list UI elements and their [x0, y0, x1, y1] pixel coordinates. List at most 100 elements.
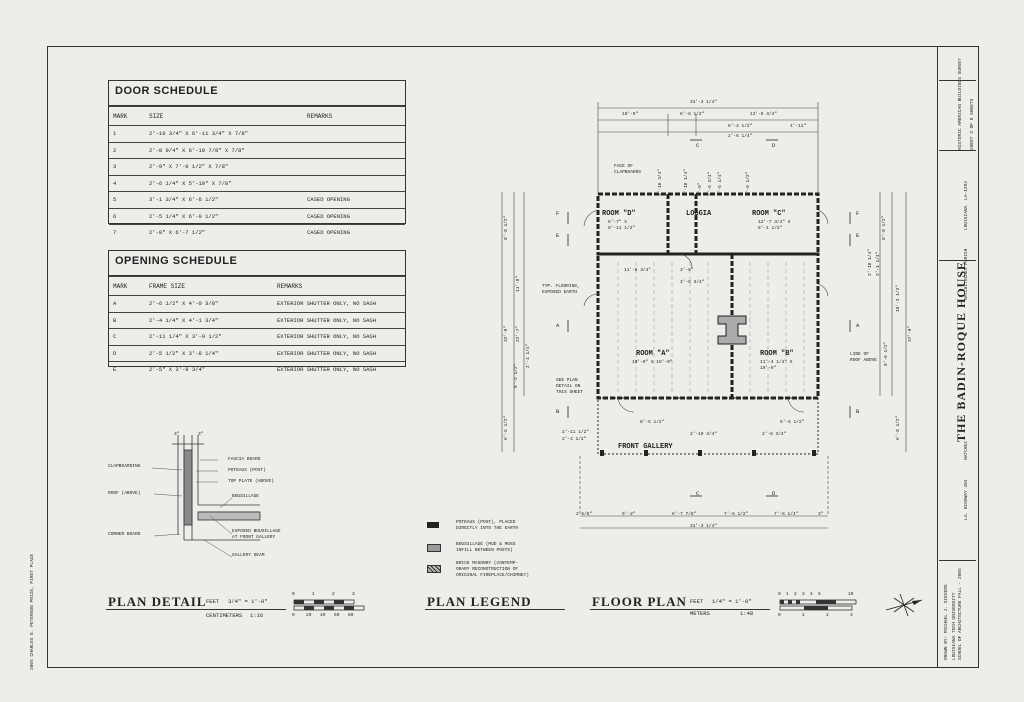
room-c-label: ROOM "C" — [752, 210, 786, 218]
section-mark-e-left: E — [556, 232, 560, 239]
detail-label-gallery-seam: GALLERY SEAM — [232, 553, 265, 558]
dim-top: 13'-9 3/4" — [750, 112, 778, 117]
dim-interior: 2'-1 1/4" — [876, 251, 881, 276]
dim-bottom: 2 5/8" — [576, 512, 593, 517]
opening-schedule-title: OPENING SCHEDULE — [109, 251, 405, 276]
legend-post-text: POTEAUX (POST), PLACED DIRECTLY INTO THE… — [456, 520, 518, 532]
legend-bousillage-swatch — [427, 544, 441, 552]
cell-mark: 1 — [109, 125, 145, 142]
dim-interior: 2'-10 1/4" — [868, 248, 873, 276]
column-header: REMARKS — [273, 276, 405, 296]
note-line: ROOF ABOVE — [850, 358, 878, 363]
room-size-line: 11'-4 1/4" X — [760, 360, 793, 365]
note-line: LINE OF — [850, 352, 869, 357]
detail-feet-tick: 3 — [352, 592, 355, 597]
legend-brick-swatch — [427, 565, 441, 573]
room-size-line: 6'-7" X — [608, 220, 627, 225]
cell-remarks: EXTERIOR SHUTTER ONLY, NO SASH — [273, 311, 405, 329]
detail-cm-tick: 60 — [334, 613, 340, 618]
legend-line: DIRECTLY INTO THE EARTH — [456, 526, 519, 531]
dim-bottom: 7'-6 1/4" — [774, 512, 799, 517]
plan-detail-drawing — [151, 435, 261, 558]
cell-mark: 3 — [109, 158, 145, 175]
front-gallery-label: FRONT GALLERY — [618, 443, 673, 451]
room-d-label: ROOM "D" — [602, 210, 636, 218]
section-mark-a-right: A — [856, 322, 860, 329]
cell-size: 2'-5 1/2" X 3'-8 1/4" — [145, 344, 273, 362]
survey-number: LA-1284 — [964, 181, 969, 200]
north-arrow-icon — [885, 593, 923, 617]
dim-interior: 6'-9" — [698, 182, 703, 196]
cell-size: 2'-10 3/4" X 6'-11 3/4" X 7/8" — [145, 125, 303, 142]
dim-left: 11'-8" — [516, 275, 521, 292]
cell-mark: C — [109, 328, 145, 345]
dim-right: 8'-8 1/2" — [882, 215, 887, 240]
cell-remarks: EXTERIOR SHUTTER ONLY, NO SASH — [273, 344, 405, 362]
cell-mark: B — [109, 311, 145, 329]
cell-mark: D — [109, 344, 145, 362]
title-block-divider — [939, 560, 976, 561]
floor-feet-tick: 5 — [818, 592, 821, 597]
detail-label-fascia: FASCIA BOARD — [228, 457, 261, 462]
dim-bottom-overall: 31'-3 1/4" — [690, 524, 718, 529]
address: LA. HIGHWAY 494 — [964, 479, 969, 520]
dim-left: 22'-7" — [516, 325, 521, 342]
cell-mark: 7 — [109, 224, 145, 241]
dim-right: 9'-0 1/2" — [884, 341, 889, 366]
dim-interior: 2'-10 3/4" — [690, 432, 718, 437]
dim-interior: 8'-5 1/2" — [640, 420, 665, 425]
cell-size: 2'-6 1/2" X 4'-0 3/8" — [145, 295, 273, 312]
location-parish: NATCHITOCHES PARISH — [964, 248, 969, 300]
floor-meter-tick: 0 — [778, 613, 781, 618]
dim-left: 9'-2 1/2" — [514, 363, 519, 388]
section-mark-f-left: F — [556, 210, 560, 217]
school: LOUISIANA TECH UNIVERSITY — [952, 592, 957, 660]
cell-remarks: CASED OPENING — [303, 191, 405, 208]
dim-right: 37'-9" — [908, 325, 913, 342]
detail-label-exposed: EXPOSED BOUSILLAGE — [232, 529, 281, 534]
dim-top: 6'-8 1/2" — [680, 112, 705, 117]
floor-feet-tick: 3 — [802, 592, 805, 597]
detail-cm-tick: 80 — [348, 613, 354, 618]
location-county: NATCHEZ — [964, 441, 969, 460]
detail-scale-label: 3/4" = 1'-0" — [228, 598, 268, 605]
sheet-number: SHEET 3 OF 8 SHEETS — [970, 98, 975, 150]
detail-dim-right: 3" — [198, 432, 204, 437]
dim-interior: 3'-8" — [680, 268, 694, 273]
cell-remarks: EXTERIOR SHUTTER ONLY, NO SASH — [273, 295, 405, 312]
cell-remarks: CASED OPENING — [303, 207, 405, 225]
title-block-border — [937, 46, 979, 668]
room-b-label: ROOM "B" — [760, 350, 794, 358]
note-line: DETAIL ON — [556, 384, 581, 389]
detail-scale-feet-label: FEET — [206, 598, 220, 605]
section-mark-d-bottom: D — [772, 490, 776, 497]
detail-label-poteaux: POTEAUX (POST) — [228, 468, 266, 473]
school-program: SCHOOL OF ARCHITECTURE FALL - 2005 — [958, 568, 963, 660]
detail-scale-bar — [293, 599, 365, 611]
cell-remarks: EXTERIOR SHUTTER ONLY, NO SASH — [273, 328, 405, 345]
prize-label: 2005 CHARLES E. PETERSON PRIZE, FIRST PL… — [30, 553, 35, 670]
legend-line: BRICK MASONRY (CONTEMP- — [456, 561, 519, 566]
note-see-detail: SEE PLAN DETAIL ON THIS SHEET — [556, 378, 583, 396]
title-block-divider — [939, 80, 976, 81]
section-mark-b-right: B — [856, 408, 860, 415]
dim-bottom: 6'-7 7/8" — [672, 512, 697, 517]
note-line-of-roof: LINE OF ROOF ABOVE — [850, 352, 877, 364]
cell-size: 3'-1 3/4" X 6'-6 1/2" — [145, 191, 303, 208]
column-header: FRAME SIZE — [145, 276, 273, 296]
detail-label-top-plate: TOP PLATE (ABOVE) — [228, 479, 274, 484]
floor-plan-title: FLOOR PLAN — [592, 594, 687, 609]
note-line: THIS SHEET — [556, 390, 584, 395]
floor-scale-ratio: 1:48 — [740, 610, 754, 617]
legend-line: ORARY RECONSTRUCTION OF — [456, 567, 519, 572]
note-line: SEE PLAN — [556, 378, 578, 383]
dim-interior: 2'-8 3/4" — [762, 432, 787, 437]
floor-feet-tick: 1 — [786, 592, 789, 597]
section-mark-f-right: F — [856, 210, 860, 217]
floor-meter-tick: 2 — [826, 613, 829, 618]
